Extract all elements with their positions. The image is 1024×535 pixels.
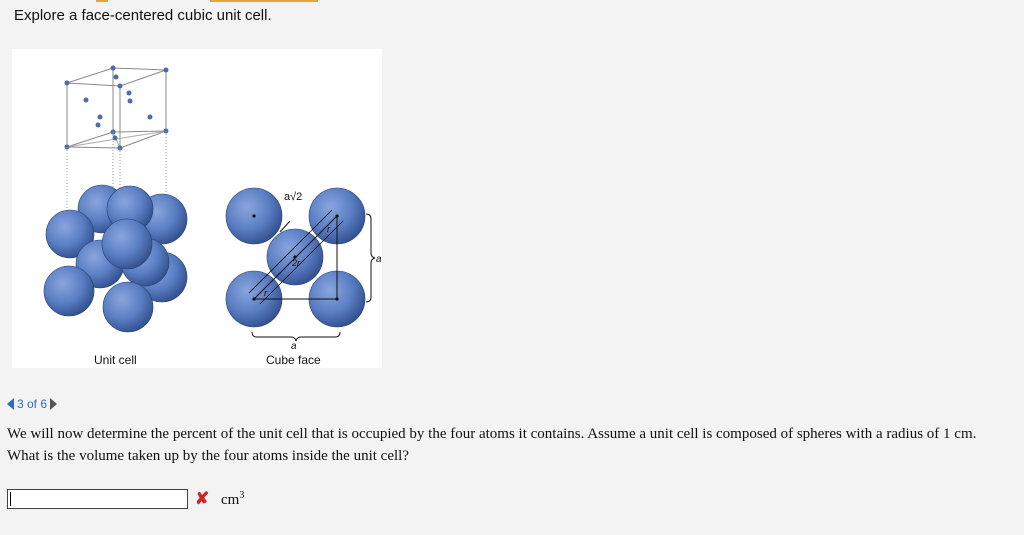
unit-base: cm <box>221 492 240 508</box>
answer-unit: cm3 <box>221 490 244 509</box>
diagonal-label: a√2 <box>284 191 302 203</box>
radius-label-2: r <box>327 224 331 234</box>
unit-cell-wireframe <box>66 67 167 149</box>
side-edge-label: a <box>376 254 382 265</box>
top-accent-bar <box>96 0 108 2</box>
radius-label-1: r <box>264 288 268 298</box>
item-pager: 3 of 6 <box>7 397 58 411</box>
text-caret <box>10 492 11 506</box>
page-title: Explore a face-centered cubic unit cell. <box>14 7 272 24</box>
lattice-points <box>64 65 169 151</box>
next-arrow-icon[interactable] <box>50 398 58 410</box>
unit-exponent: 3 <box>239 490 245 501</box>
lattice-points <box>252 214 339 301</box>
top-accent-bar <box>210 0 318 2</box>
unit-cell-spheres <box>43 184 188 333</box>
fcc-diagram: a√2 a a r 2r r <box>43 65 382 352</box>
cube-face-caption: Cube face <box>266 353 321 367</box>
fcc-figure: a√2 a a r 2r r Unit cell Cube face <box>12 49 382 368</box>
previous-arrow-icon[interactable] <box>7 398 14 410</box>
two-r-label: 2r <box>291 258 301 268</box>
unit-cell-caption: Unit cell <box>94 353 137 367</box>
answer-input[interactable] <box>7 489 188 509</box>
incorrect-x-icon: ✘ <box>195 489 210 508</box>
bottom-edge-label: a <box>291 341 297 352</box>
pager-text: 3 of 6 <box>17 397 48 411</box>
question-text: We will now determine the percent of the… <box>7 426 977 464</box>
